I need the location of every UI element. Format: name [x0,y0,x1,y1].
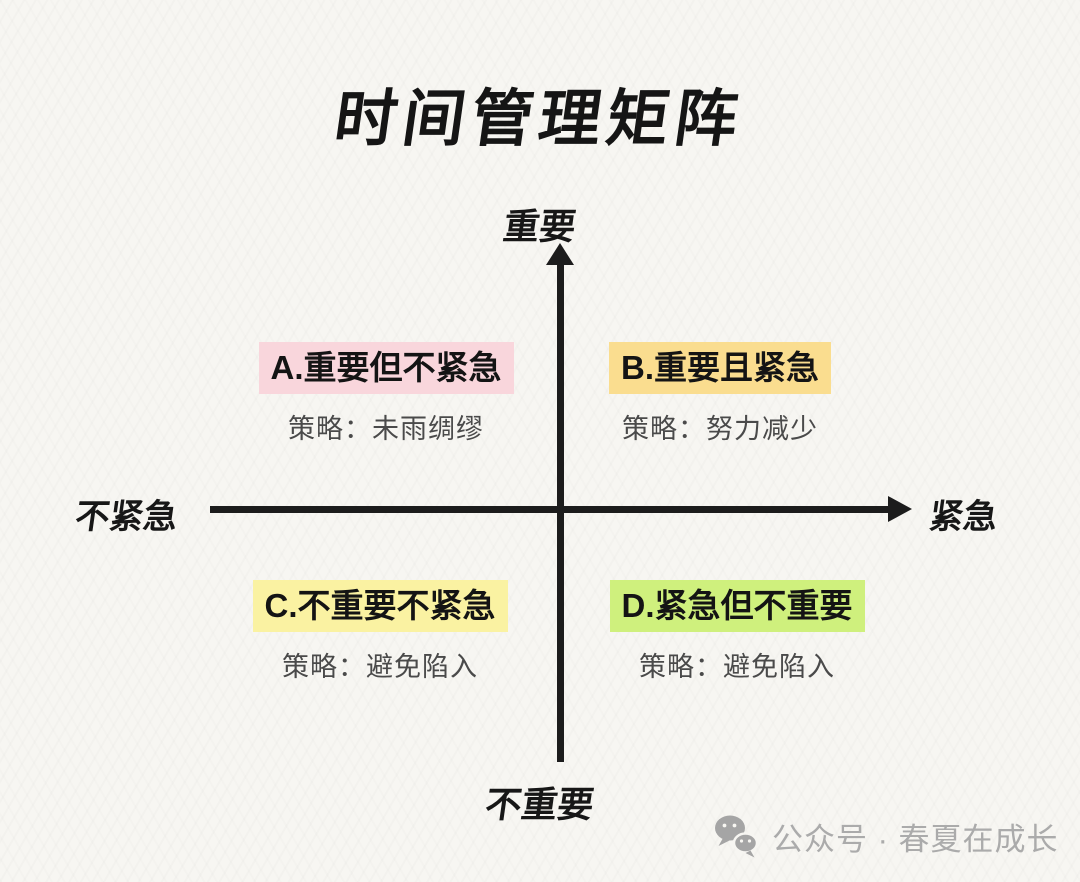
quadrant-a-strategy: 策略：未雨绸缪 [288,414,484,445]
axis-label-not-urgent: 不紧急 [72,498,181,536]
horizontal-axis-arrowhead [888,496,912,522]
quadrant-a: A.重要但不紧急 策略：未雨绸缪 [230,342,542,446]
watermark: 公众号 · 春夏在成长 [712,812,1059,860]
quadrant-b-strategy: 策略：努力减少 [622,414,818,445]
axis-label-urgent: 紧急 [926,498,1001,536]
quadrant-b: B.重要且紧急 策略：努力减少 [564,342,876,446]
watermark-text: 公众号 · 春夏在成长 [772,821,1059,857]
quadrant-c-strategy: 策略：避免陷入 [282,652,478,683]
quadrant-c: C.不重要不紧急 策略：避免陷入 [224,580,536,684]
axis-label-important: 重要 [500,206,579,247]
quadrant-d-strategy: 策略：避免陷入 [639,652,835,683]
quadrant-d: D.紧急但不重要 策略：避免陷入 [578,580,896,684]
wechat-icon [712,812,760,860]
page-title: 时间管理矩阵 [330,85,748,154]
quadrant-d-label: D.紧急但不重要 [609,580,865,633]
quadrant-c-label: C.不重要不紧急 [252,580,508,633]
quadrant-b-label: B.重要且紧急 [609,342,831,395]
vertical-axis-arrowhead [546,243,574,265]
quadrant-a-label: A.重要但不紧急 [258,342,514,395]
horizontal-axis-line [210,506,890,513]
